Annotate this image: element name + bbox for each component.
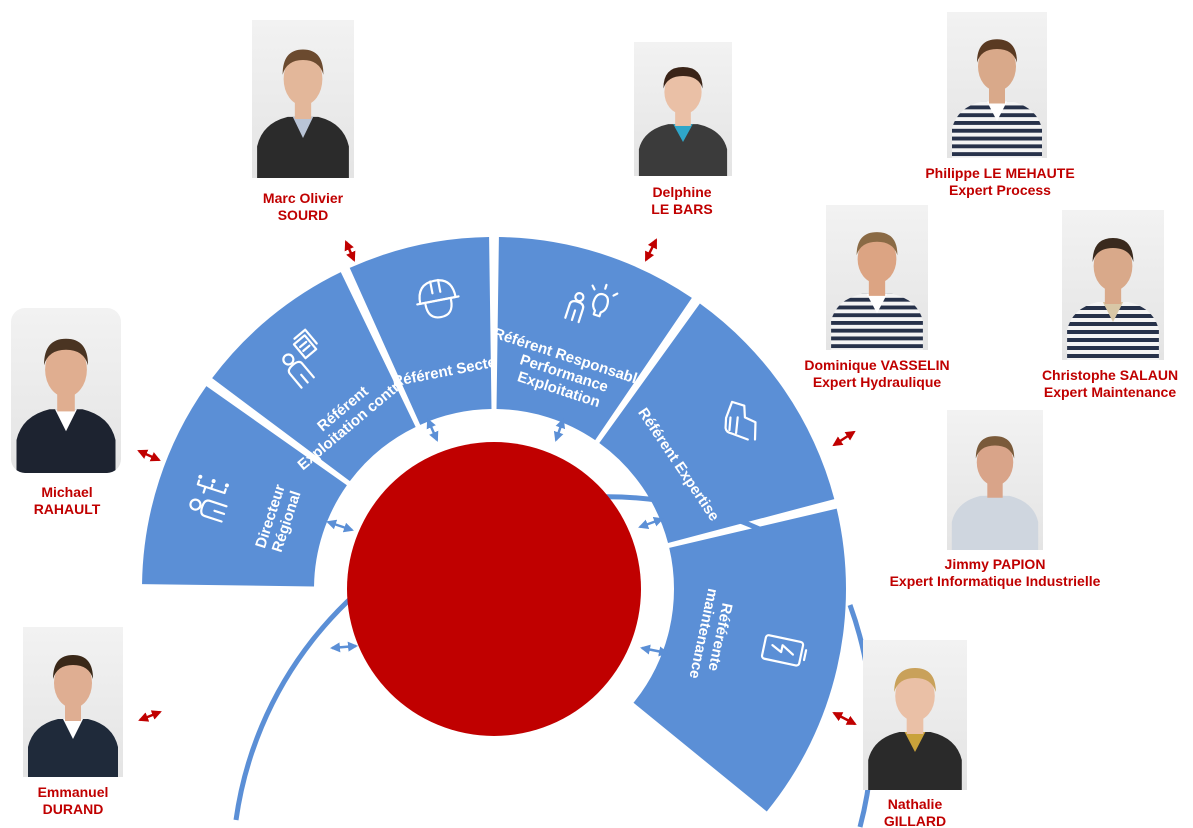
org-chart-person-icon <box>189 474 229 523</box>
photo-christophe <box>1062 210 1164 360</box>
outer-arrow-delphine <box>644 238 658 262</box>
photo-delphine <box>634 42 732 176</box>
portrait-placeholder <box>1067 238 1159 360</box>
inner-arrow-secteur <box>426 418 439 442</box>
photo-marc <box>252 20 354 178</box>
name-christophe-line1: Christophe SALAUN <box>1041 367 1179 383</box>
portrait-placeholder <box>638 67 728 176</box>
outer-arrows <box>137 238 857 726</box>
photo-jimmy <box>947 410 1043 550</box>
inner-arrow-performance <box>553 418 566 442</box>
hard-hat-worker-icon <box>416 278 460 319</box>
name-christophe-line2: Expert Maintenance <box>1043 384 1177 400</box>
person-lightbulb-icon <box>564 283 619 324</box>
name-marc-line2: SOURD <box>277 207 329 223</box>
segment-directeur <box>142 386 347 587</box>
segment-maintenance <box>633 508 846 812</box>
name-christophe: Christophe SALAUN Expert Maintenance <box>1030 367 1190 401</box>
name-michael-line2: RAHAULT <box>33 501 101 517</box>
name-philippe-line1: Philippe LE MEHAUTE <box>925 165 1075 181</box>
portrait-placeholder <box>28 655 118 777</box>
inner-arrow-exploitation <box>326 519 354 533</box>
name-dominique: Dominique VASSELIN Expert Hydraulique <box>782 357 972 391</box>
name-delphine-line1: Delphine <box>652 184 712 200</box>
inner-arrow-expertise <box>638 517 664 529</box>
name-michael-line1: Michael <box>41 484 93 500</box>
name-jimmy-line1: Jimmy PAPION <box>944 556 1046 572</box>
segment-secteur <box>349 237 492 425</box>
name-emmanuel-line2: DURAND <box>42 801 104 817</box>
photo-emmanuel <box>23 627 123 777</box>
handshake-icon <box>724 400 757 441</box>
name-emmanuel-line1: Emmanuel <box>37 784 109 800</box>
portrait-placeholder <box>16 338 116 473</box>
name-jimmy: Jimmy PAPION Expert Informatique Industr… <box>860 556 1130 590</box>
name-philippe: Philippe LE MEHAUTE Expert Process <box>900 165 1100 199</box>
photo-nathalie <box>863 640 967 790</box>
name-michael: Michael RAHAULT <box>12 484 122 518</box>
portrait-placeholder <box>868 668 962 790</box>
inner-arrow-directeur <box>330 641 358 653</box>
inner-arrow-maintenance <box>640 644 669 657</box>
name-nathalie-line2: GILLARD <box>883 813 947 828</box>
segment-expertise <box>599 303 835 544</box>
photo-dominique <box>826 205 928 350</box>
name-emmanuel: Emmanuel DURAND <box>18 784 128 818</box>
name-delphine: Delphine LE BARS <box>630 184 734 218</box>
outer-arrow-nathalie <box>832 711 857 726</box>
photo-philippe <box>947 12 1047 158</box>
outer-arrow-marc <box>344 240 356 262</box>
portrait-placeholder <box>831 232 923 350</box>
battery-bolt-icon <box>760 634 808 667</box>
name-nathalie: Nathalie GILLARD <box>855 796 975 828</box>
center-circle <box>347 442 641 736</box>
photo-michael <box>11 308 121 473</box>
portrait-placeholder <box>257 49 349 178</box>
outer-arrow-emmanuel <box>138 710 162 722</box>
person-documents-icon <box>282 328 318 389</box>
name-marc-line1: Marc Olivier <box>262 190 344 206</box>
name-delphine-line2: LE BARS <box>651 201 713 217</box>
name-nathalie-line1: Nathalie <box>887 796 943 812</box>
outer-arrow-michael <box>137 449 161 462</box>
portrait-placeholder <box>952 39 1042 158</box>
portrait-placeholder <box>951 436 1039 550</box>
name-marc: Marc Olivier SOURD <box>253 190 353 224</box>
name-philippe-line2: Expert Process <box>949 182 1051 198</box>
outer-arrow-expert <box>832 430 856 447</box>
name-dominique-line2: Expert Hydraulique <box>812 374 942 390</box>
name-dominique-line1: Dominique VASSELIN <box>804 357 950 373</box>
name-jimmy-line2: Expert Informatique Industrielle <box>889 573 1101 589</box>
segment-performance <box>496 237 692 441</box>
inner-arrows <box>326 418 669 657</box>
